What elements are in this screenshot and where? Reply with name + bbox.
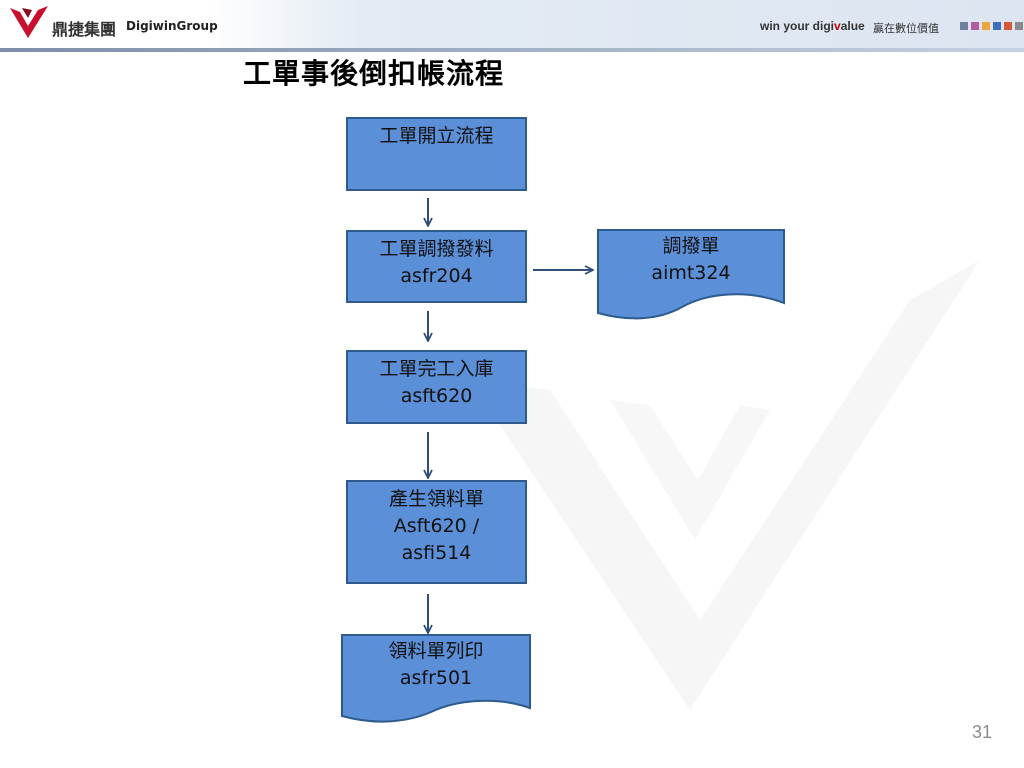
flow-node-transfer-issue: 工單調撥發料 asfr204 [346, 230, 527, 303]
header-divider [0, 48, 1024, 52]
color-square [993, 22, 1001, 30]
flow-node-completion-receipt: 工單完工入庫 asft620 [346, 350, 527, 424]
node-label-line1: 工單完工入庫 [379, 358, 494, 380]
color-square [982, 22, 990, 30]
node-label-line1: 工單調撥發料 [379, 238, 494, 260]
slide-title: 工單事後倒扣帳流程 [243, 57, 505, 90]
node-label-line2: Asft620 / [393, 515, 480, 537]
flow-node-generate-issue-slip: 產生領料單 Asft620 / asfi514 [346, 480, 527, 584]
slogan-chinese: 贏在數位價值 [873, 22, 939, 35]
document-shape [341, 634, 531, 723]
logo-english-text: DigiwinGroup [126, 19, 218, 33]
slogan-prefix: win your digi [760, 19, 834, 33]
color-squares [960, 22, 1023, 30]
node-label-line2: asft620 [400, 385, 473, 407]
slogan-v: v [834, 19, 841, 33]
header-band [0, 0, 1024, 48]
slogan-suffix: alue [840, 19, 865, 33]
flow-node-work-order-open: 工單開立流程 [346, 117, 527, 191]
color-square [1004, 22, 1012, 30]
node-label-line2: asfr204 [400, 265, 473, 287]
node-label-line1: 產生領料單 [388, 488, 484, 510]
node-label-line3: asfi514 [401, 542, 472, 564]
digiwin-logo-icon [10, 6, 48, 38]
page-number: 31 [972, 722, 993, 742]
node-label-line1: 調撥單 [662, 235, 720, 257]
node-label-line2: asfr501 [399, 667, 473, 689]
color-square [960, 22, 968, 30]
slogan: win your digivalue [760, 19, 865, 33]
node-label-line1: 工單開立流程 [379, 125, 494, 147]
node-label-line1: 領料單列印 [388, 640, 484, 662]
logo-chinese-text: 鼎捷集團 [52, 20, 117, 39]
color-square [1015, 22, 1023, 30]
flow-node-transfer-doc: 調撥單 aimt324 [597, 229, 785, 321]
color-square [971, 22, 979, 30]
node-label-line2: aimt324 [651, 262, 731, 284]
flow-node-issue-slip-print: 領料單列印 asfr501 [341, 634, 531, 724]
document-shape [597, 229, 785, 320]
